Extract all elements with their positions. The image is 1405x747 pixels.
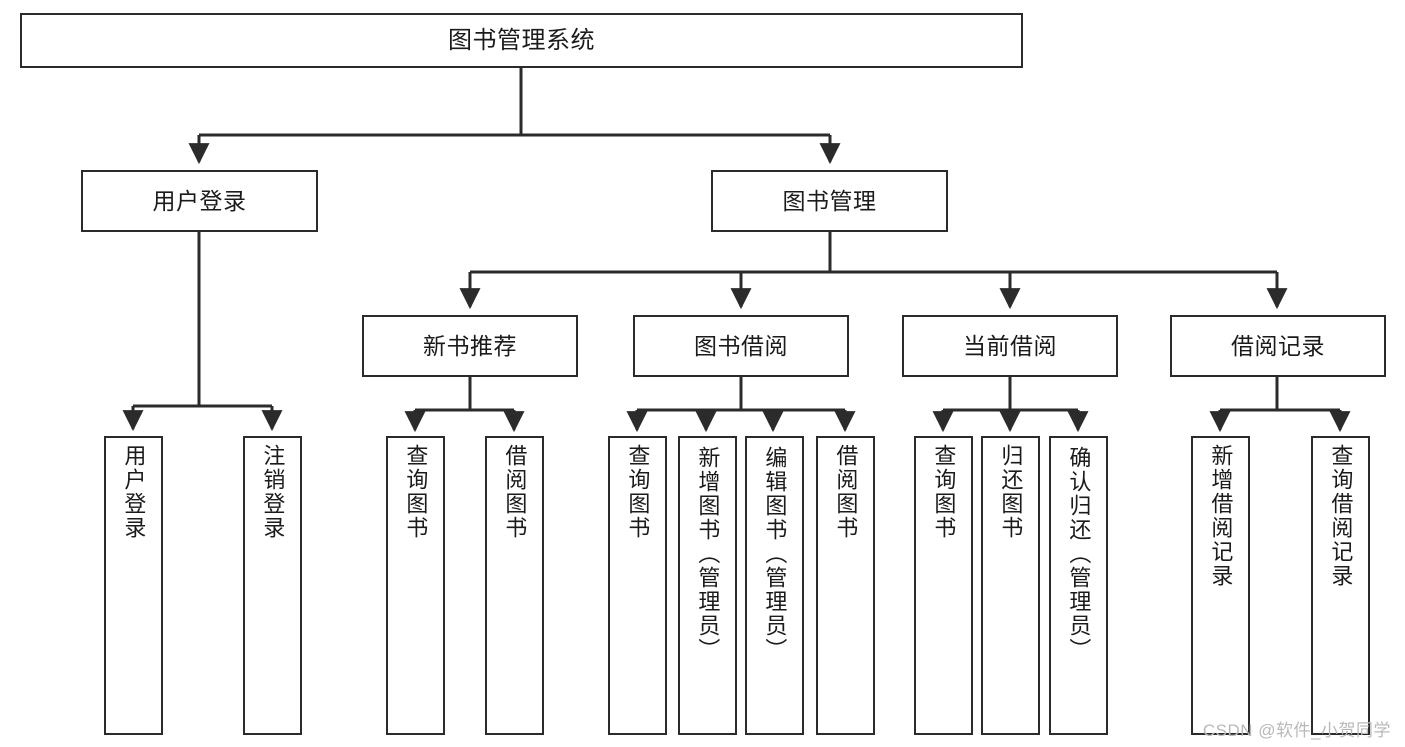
leaf-book-borrow-add-book-admin[interactable]: 新增图书（管理员） xyxy=(678,436,737,735)
node-label: 查询图书 xyxy=(625,444,651,540)
node-label: 确认归还（管理员） xyxy=(1066,446,1092,662)
leaf-current-borrow-query-book[interactable]: 查询图书 xyxy=(914,436,973,735)
leaf-book-borrow-edit-book-admin[interactable]: 编辑图书（管理员） xyxy=(745,436,804,735)
leaf-book-borrow-borrow-book[interactable]: 借阅图书 xyxy=(816,436,875,735)
leaf-book-borrow-query-book[interactable]: 查询图书 xyxy=(608,436,667,735)
node-label: 查询图书 xyxy=(403,444,429,540)
leaf-borrow-record-query-record[interactable]: 查询借阅记录 xyxy=(1311,436,1370,735)
leaf-user-login-logout[interactable]: 注销登录 xyxy=(243,436,302,735)
leaf-user-login-login[interactable]: 用户登录 xyxy=(104,436,163,735)
leaf-current-borrow-return-book[interactable]: 归还图书 xyxy=(981,436,1040,735)
node-label: 归还图书 xyxy=(998,444,1024,540)
node-label: 用户登录 xyxy=(121,444,147,540)
node-label: 编辑图书（管理员） xyxy=(762,446,788,662)
node-user-login[interactable]: 用户登录 xyxy=(81,170,318,232)
node-current-borrow[interactable]: 当前借阅 xyxy=(902,315,1118,377)
node-label: 图书管理系统 xyxy=(448,26,595,54)
node-label: 查询图书 xyxy=(931,444,957,540)
node-label: 图书管理 xyxy=(782,187,877,214)
leaf-current-borrow-confirm-return-admin[interactable]: 确认归还（管理员） xyxy=(1049,436,1108,735)
leaf-new-book-borrow-book[interactable]: 借阅图书 xyxy=(485,436,544,735)
node-label: 查询借阅记录 xyxy=(1328,444,1354,588)
node-label: 借阅图书 xyxy=(833,444,859,540)
node-label: 借阅记录 xyxy=(1231,332,1325,359)
node-label: 新增借阅记录 xyxy=(1208,444,1234,588)
node-borrow-record[interactable]: 借阅记录 xyxy=(1170,315,1386,377)
leaf-new-book-query-book[interactable]: 查询图书 xyxy=(386,436,445,735)
node-book-borrow[interactable]: 图书借阅 xyxy=(633,315,849,377)
node-label: 用户登录 xyxy=(152,187,247,214)
node-root-book-management-system[interactable]: 图书管理系统 xyxy=(20,13,1023,68)
node-new-book-recommend[interactable]: 新书推荐 xyxy=(362,315,578,377)
node-label: 当前借阅 xyxy=(963,332,1057,359)
node-label: 注销登录 xyxy=(260,444,286,540)
node-label: 图书借阅 xyxy=(694,332,788,359)
leaf-borrow-record-add-record[interactable]: 新增借阅记录 xyxy=(1191,436,1250,735)
node-label: 借阅图书 xyxy=(502,444,528,540)
node-label: 新书推荐 xyxy=(423,332,517,359)
node-book-management[interactable]: 图书管理 xyxy=(711,170,948,232)
node-label: 新增图书（管理员） xyxy=(695,446,721,662)
